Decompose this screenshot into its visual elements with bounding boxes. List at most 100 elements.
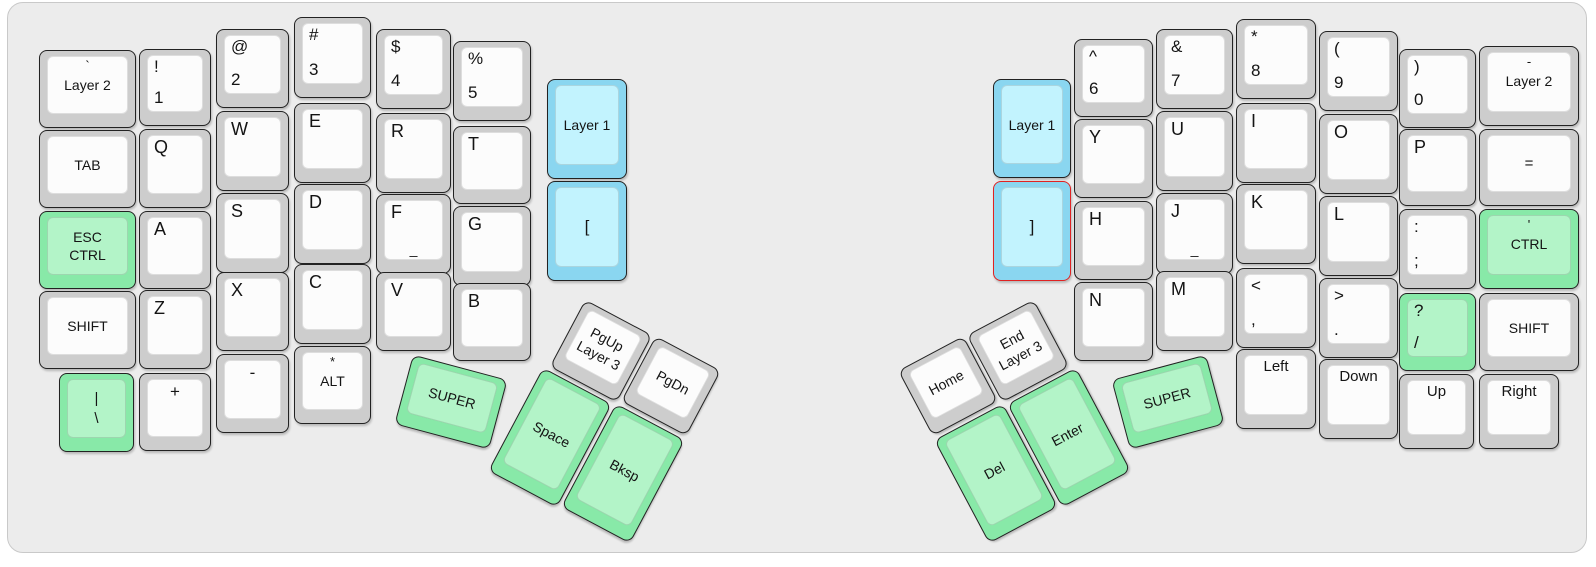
key-label-primary: Enter (1048, 419, 1086, 449)
key-j[interactable]: J_ (1156, 193, 1233, 274)
key-layer2-right[interactable]: -Layer 2 (1479, 46, 1579, 126)
key-arrow-up[interactable]: Up (1399, 374, 1474, 449)
key-slash[interactable]: ?/ (1399, 293, 1476, 371)
key-4[interactable]: $4 (376, 29, 451, 109)
key-super-left[interactable]: SUPER (394, 354, 508, 450)
key-c[interactable]: C (294, 264, 371, 344)
key-label-primary: T (468, 134, 479, 154)
key-label-primary: > (1334, 286, 1344, 305)
key-label-primary: ! (154, 57, 159, 76)
key-x[interactable]: X (216, 272, 289, 351)
key-label-primary: Del (981, 457, 1008, 482)
key-left-bracket[interactable]: [ (547, 181, 627, 281)
key-label-secondary: _ (409, 241, 418, 257)
key-0[interactable]: )0 (1399, 49, 1476, 128)
key-z[interactable]: Z (139, 290, 211, 369)
key-label-primary: C (309, 272, 322, 292)
keycap-face: #3 (302, 23, 363, 84)
key-f[interactable]: F_ (376, 194, 451, 274)
key-m[interactable]: M (1156, 271, 1233, 351)
key-equals[interactable]: = (1479, 129, 1579, 206)
key-arrow-right[interactable]: Right (1479, 374, 1559, 449)
keycap-face: SHIFT (1487, 299, 1571, 357)
key-ctrl-right[interactable]: 'CTRL (1479, 209, 1579, 289)
key-r[interactable]: R (376, 113, 451, 193)
key-label-primary: E (309, 111, 322, 131)
key-label-secondary: _ (1190, 241, 1199, 257)
key-shift-right[interactable]: SHIFT (1479, 293, 1579, 371)
key-label-primary: W (231, 119, 248, 139)
key-label-primary: N (1089, 290, 1102, 310)
keycap-face: H (1082, 207, 1145, 266)
key-layer1-left[interactable]: Layer 1 (547, 79, 627, 179)
keycap-face: !1 (147, 55, 203, 112)
key-d[interactable]: D (294, 184, 371, 264)
key-p[interactable]: P (1399, 129, 1476, 206)
key-b[interactable]: B (453, 283, 531, 361)
key-y[interactable]: Y (1074, 119, 1153, 198)
keycap-face: E (302, 109, 363, 169)
key-q[interactable]: Q (139, 129, 211, 208)
key-right-bracket[interactable]: ] (993, 181, 1071, 281)
keycap-face: -Layer 2 (1487, 52, 1571, 112)
keycap-face: K (1244, 190, 1308, 250)
key-arrow-down[interactable]: Down (1319, 359, 1398, 439)
key-9[interactable]: (9 (1319, 31, 1398, 111)
key-i[interactable]: I (1236, 103, 1316, 183)
key-k[interactable]: K (1236, 184, 1316, 264)
key-o[interactable]: O (1319, 114, 1398, 194)
keycap-face: P (1407, 135, 1468, 192)
key-period[interactable]: >. (1319, 278, 1398, 358)
key-layer2-left[interactable]: `Layer 2 (39, 50, 136, 128)
key-e[interactable]: E (294, 103, 371, 183)
keycap-face: *ALT (302, 352, 363, 410)
key-u[interactable]: U (1156, 111, 1233, 191)
key-label-primary: [ (584, 217, 590, 236)
key-label-secondary: . (1334, 320, 1339, 339)
key-3[interactable]: #3 (294, 17, 371, 98)
key-minus-left[interactable]: - (216, 354, 289, 433)
key-1[interactable]: !1 (139, 49, 211, 126)
key-7[interactable]: &7 (1156, 29, 1233, 109)
key-label-primary: Q (154, 137, 169, 157)
key-a[interactable]: A (139, 211, 211, 289)
keycap-face: L (1327, 202, 1390, 262)
key-t[interactable]: T (453, 126, 531, 204)
key-alt[interactable]: *ALT (294, 346, 371, 424)
key-h[interactable]: H (1074, 201, 1153, 280)
key-label-primary: U (1171, 119, 1184, 139)
key-l[interactable]: L (1319, 196, 1398, 276)
key-label-secondary: Layer 2 (64, 77, 111, 93)
key-tab[interactable]: TAB (39, 130, 136, 208)
key-shift-left[interactable]: SHIFT (39, 291, 136, 369)
key-label-primary: % (468, 49, 484, 68)
key-label-primary: V (391, 280, 404, 300)
key-2[interactable]: @2 (216, 29, 289, 108)
key-arrow-left[interactable]: Left (1236, 349, 1316, 429)
key-semicolon[interactable]: :; (1399, 209, 1476, 289)
key-pipe-backslash[interactable]: |\ (59, 373, 134, 452)
key-g[interactable]: G (453, 206, 531, 286)
keycap-face: &7 (1164, 35, 1225, 95)
keycap-face: @2 (224, 35, 281, 94)
key-comma[interactable]: <, (1236, 268, 1316, 348)
key-v[interactable]: V (376, 272, 451, 351)
key-s[interactable]: S (216, 193, 289, 273)
keycap-face: *8 (1244, 25, 1308, 85)
key-label-secondary: / (1414, 333, 1419, 352)
key-w[interactable]: W (216, 111, 289, 191)
key-n[interactable]: N (1074, 282, 1153, 361)
key-8[interactable]: *8 (1236, 19, 1316, 99)
key-label-primary: L (1334, 204, 1345, 224)
keycap-face: |\ (67, 379, 126, 438)
key-plus[interactable]: + (139, 373, 211, 451)
key-label-primary: D (309, 192, 322, 212)
key-5[interactable]: %5 (453, 41, 531, 121)
key-6[interactable]: ^6 (1074, 39, 1153, 117)
keycap-face: <, (1244, 274, 1308, 334)
key-layer1-right[interactable]: Layer 1 (993, 79, 1071, 178)
key-super-right[interactable]: SUPER (1111, 354, 1225, 450)
keycap-face: V (384, 278, 443, 337)
keycap-face: Z (147, 296, 203, 355)
